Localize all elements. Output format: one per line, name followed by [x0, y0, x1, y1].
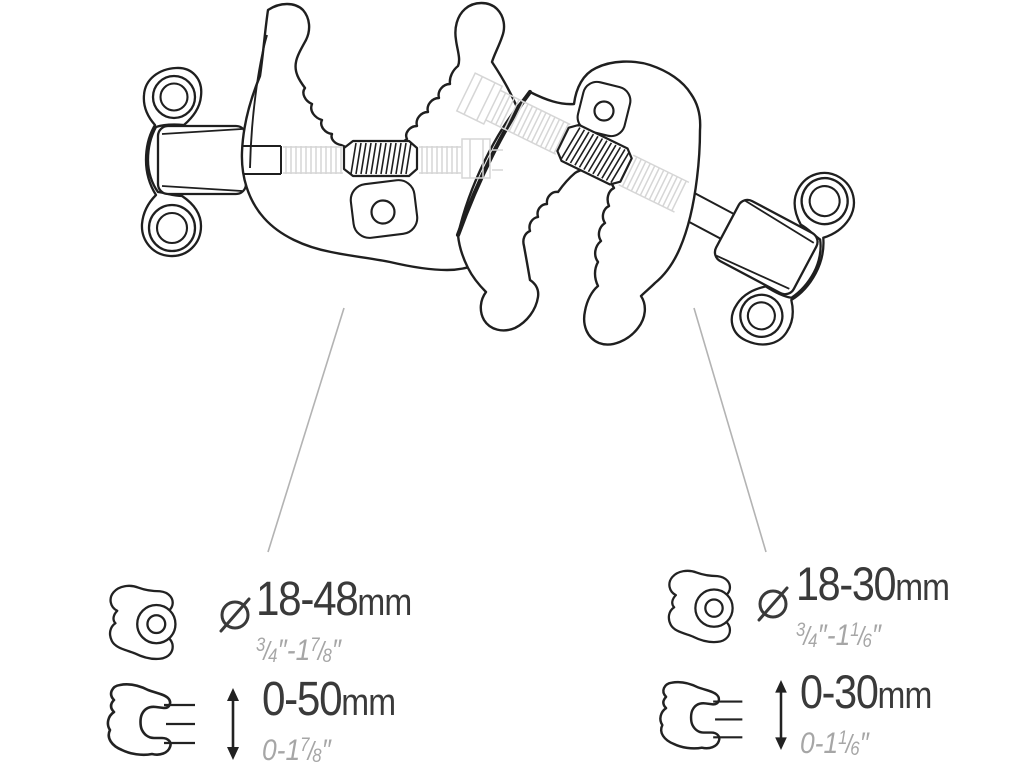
height-range-arrow-icon	[227, 688, 239, 760]
clamp-top-view-icon	[108, 584, 177, 661]
dual-clamp-illustration	[140, 1, 866, 553]
right-clamp-drawing	[455, 60, 702, 346]
right-clamp-pivot	[593, 100, 615, 122]
left-clamp-drawing	[240, 1, 533, 272]
metric-value: 18-30mm	[796, 557, 950, 610]
imperial-value: 3/4″-11/6″	[796, 619, 882, 652]
metric-unit: mm	[357, 582, 412, 624]
metric-value: 18-48mm	[256, 573, 412, 626]
imperial-value: 0-11/6″	[800, 727, 869, 760]
clamp-side-view-icon	[659, 680, 743, 750]
imperial-value: 3/4″-17/8″	[256, 634, 342, 667]
left-clamp-opening-spec: 0-50mm 0-17/8″	[262, 673, 396, 768]
metric-value: 0-50mm	[262, 673, 396, 726]
right-screw-hidden-thread	[455, 72, 690, 213]
right-clamp-diameter-spec: 18-30mm 3/4″-11/6″	[796, 557, 950, 659]
metric-value: 0-30mm	[800, 665, 933, 718]
right-clamp-opening-spec: 0-30mm 0-11/6″	[800, 665, 933, 767]
clamp-side-view-icon	[106, 683, 195, 757]
imperial-value: 0-17/8″	[262, 734, 331, 767]
left-clamp-diameter-spec: 18-48mm 3/4″-17/8″	[256, 573, 412, 674]
height-range-arrow-icon	[775, 680, 787, 750]
diameter-symbol-icon	[219, 597, 251, 633]
right-screw-drawing	[455, 72, 690, 213]
diameter-symbol-icon	[757, 586, 789, 622]
left-screw-drawing	[243, 138, 503, 179]
right-screw-thread-barrel	[556, 123, 633, 186]
metric-unit: mm	[877, 675, 933, 717]
clamp-top-view-icon	[667, 569, 734, 644]
left-screw-thread-barrel	[342, 139, 419, 178]
leader-line-left	[267, 307, 345, 553]
metric-unit: mm	[341, 682, 396, 724]
left-screw-hidden-thread	[283, 138, 503, 179]
metric-unit: mm	[895, 567, 950, 609]
left-clamp-pivot	[370, 199, 396, 225]
leader-line-right	[693, 307, 767, 553]
